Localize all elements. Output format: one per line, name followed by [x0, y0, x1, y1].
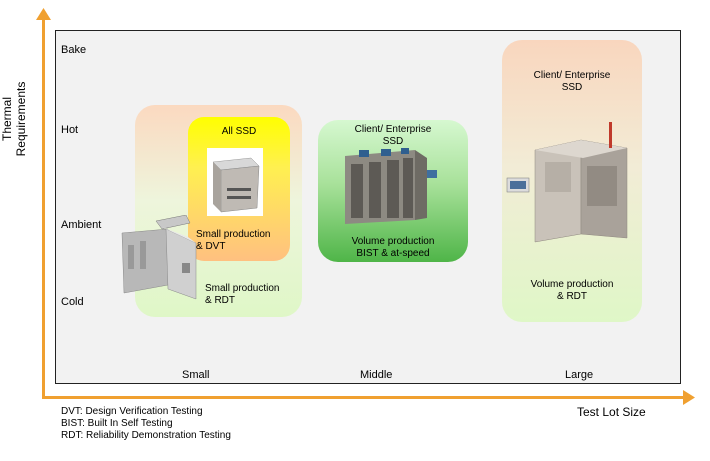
legend-dvt: DVT: Design Verification Testing [61, 406, 203, 417]
x-axis-title: Test Lot Size [577, 405, 646, 419]
y-axis-arrowhead [36, 8, 51, 20]
middle-desc: Volume production BIST & at-speed [351, 236, 435, 259]
all-ssd-title: All SSD [221, 126, 257, 137]
small-handler-machine-image [121, 215, 197, 300]
y-level-ambient: Ambient [61, 219, 102, 231]
legend-bist: BIST: Built In Self Testing [61, 418, 173, 429]
y-level-bake: Bake [61, 44, 87, 56]
x-level-large: Large [565, 369, 594, 381]
large-handler-machine-image [506, 122, 628, 243]
y-level-hot: Hot [61, 124, 79, 136]
y-axis-line [42, 15, 45, 399]
legend-rdt: RDT: Reliability Demonstration Testing [61, 430, 231, 441]
all-ssd-desc: Small production & DVT [196, 229, 271, 252]
x-axis-arrowhead [683, 390, 695, 405]
y-axis-title: Thermal Requirements [0, 81, 28, 157]
rack-tester-image [345, 148, 437, 224]
benchtop-tester-image [207, 148, 263, 216]
small-rdt-desc: Small production & RDT [205, 283, 280, 306]
x-level-middle: Middle [360, 369, 393, 381]
y-level-cold: Cold [61, 296, 84, 308]
large-desc: Volume production & RDT [530, 279, 614, 302]
x-axis-line [42, 396, 684, 399]
x-level-small: Small [182, 369, 210, 381]
middle-title: Client/ Enterprise SSD [354, 124, 432, 147]
large-title: Client/ Enterprise SSD [533, 70, 611, 93]
